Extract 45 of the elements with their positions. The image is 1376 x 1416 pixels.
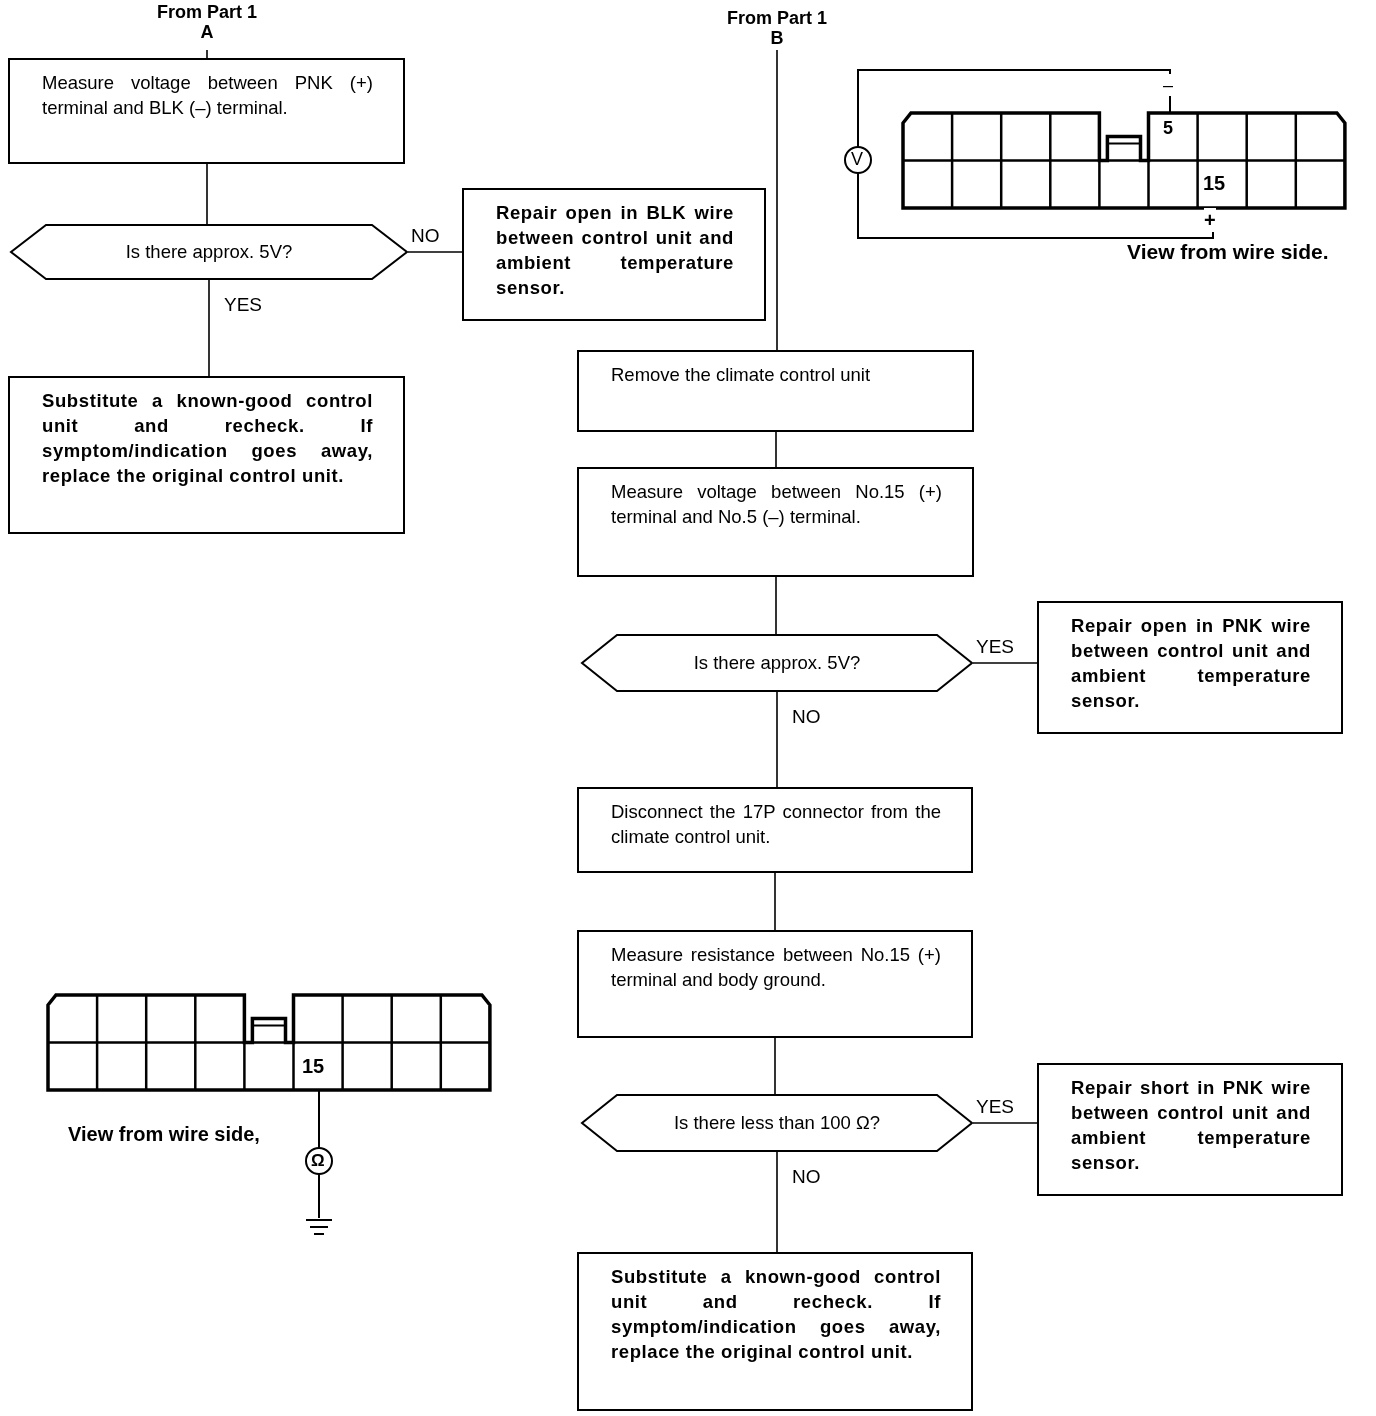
connector-line <box>206 49 208 59</box>
connector-line <box>775 576 777 635</box>
connector-line <box>407 251 463 253</box>
connector-letter: A <box>199 22 215 42</box>
connector-line <box>776 1151 778 1253</box>
edge-label: YES <box>976 1096 1015 1118</box>
meter-letter: Ω <box>311 1150 325 1171</box>
decision-hexagon: Is there approx. 5V? <box>581 634 973 692</box>
connector-line <box>774 1037 776 1095</box>
source-label: From Part 1 <box>726 8 828 28</box>
source-label: From Part 1 <box>156 2 258 22</box>
action-box: Repair open in BLK wire between control unit and ambient temperature sensor. <box>462 188 766 321</box>
connector-line <box>774 872 776 931</box>
process-box: Remove the climate control unit <box>577 350 974 432</box>
view-note: View from wire side. <box>1127 239 1329 264</box>
edge-label: NO <box>411 225 440 247</box>
connector-line <box>972 1122 1038 1124</box>
meter-letter: V <box>851 148 863 170</box>
process-box: Measure voltage between No.15 (+) terminal and No.5 (–) terminal. <box>577 467 974 577</box>
connector-line <box>776 691 778 788</box>
action-box: Substitute a known-good control unit and recheck. If symptom/indication goes away, replace the original control unit. <box>577 1252 973 1411</box>
pin-number: 15 <box>302 1054 325 1078</box>
connector-line <box>208 279 210 377</box>
connector-line <box>972 662 1038 664</box>
terminal-polarity: + <box>1204 208 1216 232</box>
terminal-polarity: – <box>1163 74 1173 96</box>
view-note: View from wire side, <box>68 1122 260 1146</box>
connector-line <box>776 49 778 351</box>
connector-letter: B <box>769 28 785 48</box>
connector-line <box>775 431 777 468</box>
process-box: Disconnect the 17P connector from the climate control unit. <box>577 787 973 873</box>
decision-hexagon: Is there less than 100 Ω? <box>581 1094 973 1152</box>
action-box: Repair open in PNK wire between control unit and ambient temperature sensor. <box>1037 601 1343 734</box>
action-box: Repair short in PNK wire between control unit and ambient temperature sensor. <box>1037 1063 1343 1196</box>
action-box: Substitute a known-good control unit and recheck. If symptom/indication goes away, replace the original control unit. <box>8 376 405 534</box>
pin-number: 5 <box>1163 117 1173 139</box>
edge-label: NO <box>792 706 821 728</box>
process-box: Measure resistance between No.15 (+) terminal and body ground. <box>577 930 973 1038</box>
edge-label: YES <box>224 294 263 316</box>
edge-label: NO <box>792 1166 821 1188</box>
connector-line <box>206 163 208 225</box>
process-box: Measure voltage between PNK (+) terminal and BLK (–) terminal. <box>8 58 405 164</box>
decision-hexagon: Is there approx. 5V? <box>10 224 408 280</box>
edge-label: YES <box>976 636 1015 658</box>
pin-number: 15 <box>1203 171 1226 195</box>
